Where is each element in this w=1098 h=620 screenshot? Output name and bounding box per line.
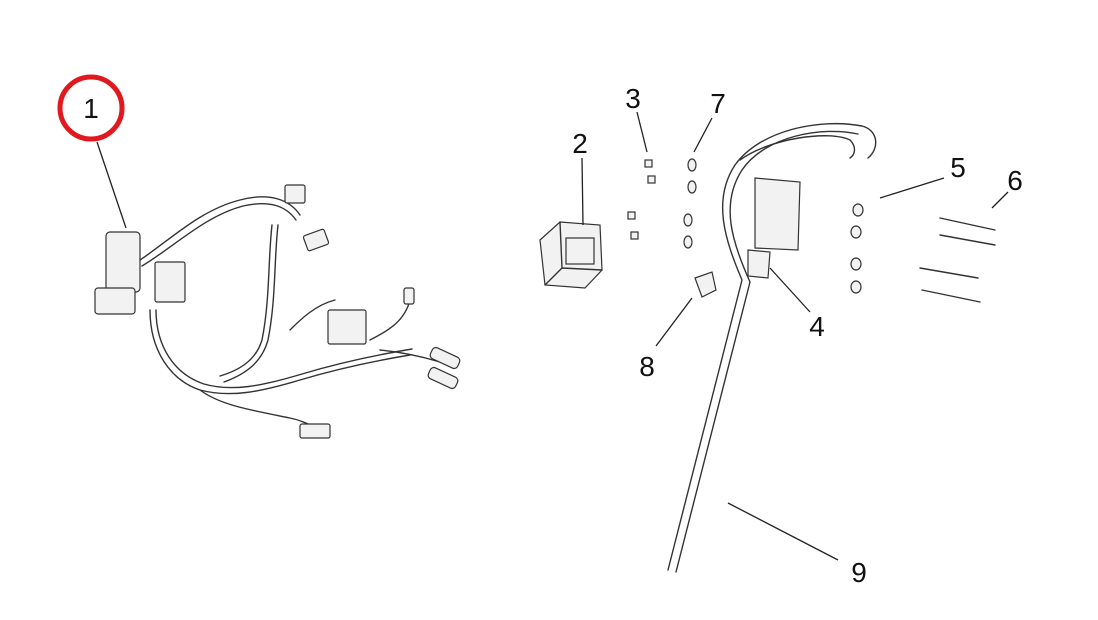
highlight-circle: [57, 74, 125, 142]
tube-part-9[interactable]: [667, 122, 877, 573]
callout-6[interactable]: 6: [1007, 165, 1023, 196]
nuts-part-3[interactable]: [627, 159, 656, 240]
leader-line-1: [96, 141, 127, 229]
callout-3[interactable]: 3: [625, 83, 641, 114]
leader-line-4: [769, 267, 811, 313]
leader-line-3: [636, 111, 648, 153]
washers-part-7[interactable]: [683, 158, 697, 249]
leader-line-5: [879, 177, 945, 199]
leader-line-2: [581, 157, 584, 226]
callout-1[interactable]: 1: [83, 93, 99, 124]
callout-9[interactable]: 9: [851, 557, 867, 588]
grommets-part-5[interactable]: [850, 203, 864, 294]
bracket-part-2[interactable]: [539, 221, 603, 289]
module-part-4[interactable]: [747, 177, 801, 279]
leader-line-9: [727, 502, 839, 561]
screws-part-6[interactable]: [919, 217, 996, 303]
callout-8[interactable]: 8: [639, 351, 655, 382]
leader-line-8: [655, 297, 693, 347]
callout-5[interactable]: 5: [950, 152, 966, 183]
callout-4[interactable]: 4: [809, 311, 825, 342]
clip-part-8[interactable]: [694, 271, 717, 298]
leader-line-7: [693, 117, 713, 153]
leader-line-6: [991, 191, 1009, 209]
wiring-harness-part-1[interactable]: [94, 184, 461, 439]
callout-2[interactable]: 2: [572, 128, 588, 159]
callout-7[interactable]: 7: [710, 88, 726, 119]
